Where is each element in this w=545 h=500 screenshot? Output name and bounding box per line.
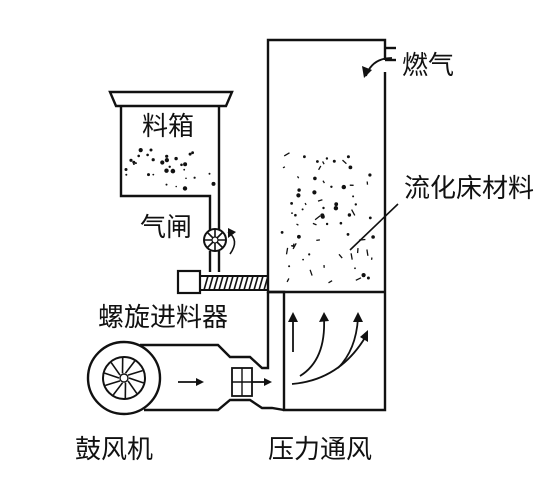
plenum-airflow-arrows — [288, 312, 368, 385]
blower-label: 鼓风机 — [75, 435, 153, 465]
pressurized-air-label: 压力通风 — [268, 435, 372, 465]
hopper — [108, 90, 234, 250]
hopper-label: 料箱 — [142, 112, 194, 142]
air-lock-valve — [203, 228, 236, 255]
duct-airflow-arrows — [178, 378, 272, 386]
fluidized-bed-material-label: 流化床材料 — [404, 174, 534, 204]
hopper-particles — [124, 148, 216, 191]
screw-feeder — [176, 269, 269, 295]
blower — [86, 340, 162, 416]
flue-gas-arrow — [362, 57, 393, 78]
bed-particles — [280, 152, 375, 284]
bed-material-leader — [349, 203, 399, 251]
air-lock-label: 气闸 — [140, 213, 192, 243]
reactor-column — [266, 38, 396, 412]
screw-feeder-label: 螺旋进料器 — [98, 303, 228, 333]
flue-gas-label: 燃气 — [402, 51, 454, 81]
